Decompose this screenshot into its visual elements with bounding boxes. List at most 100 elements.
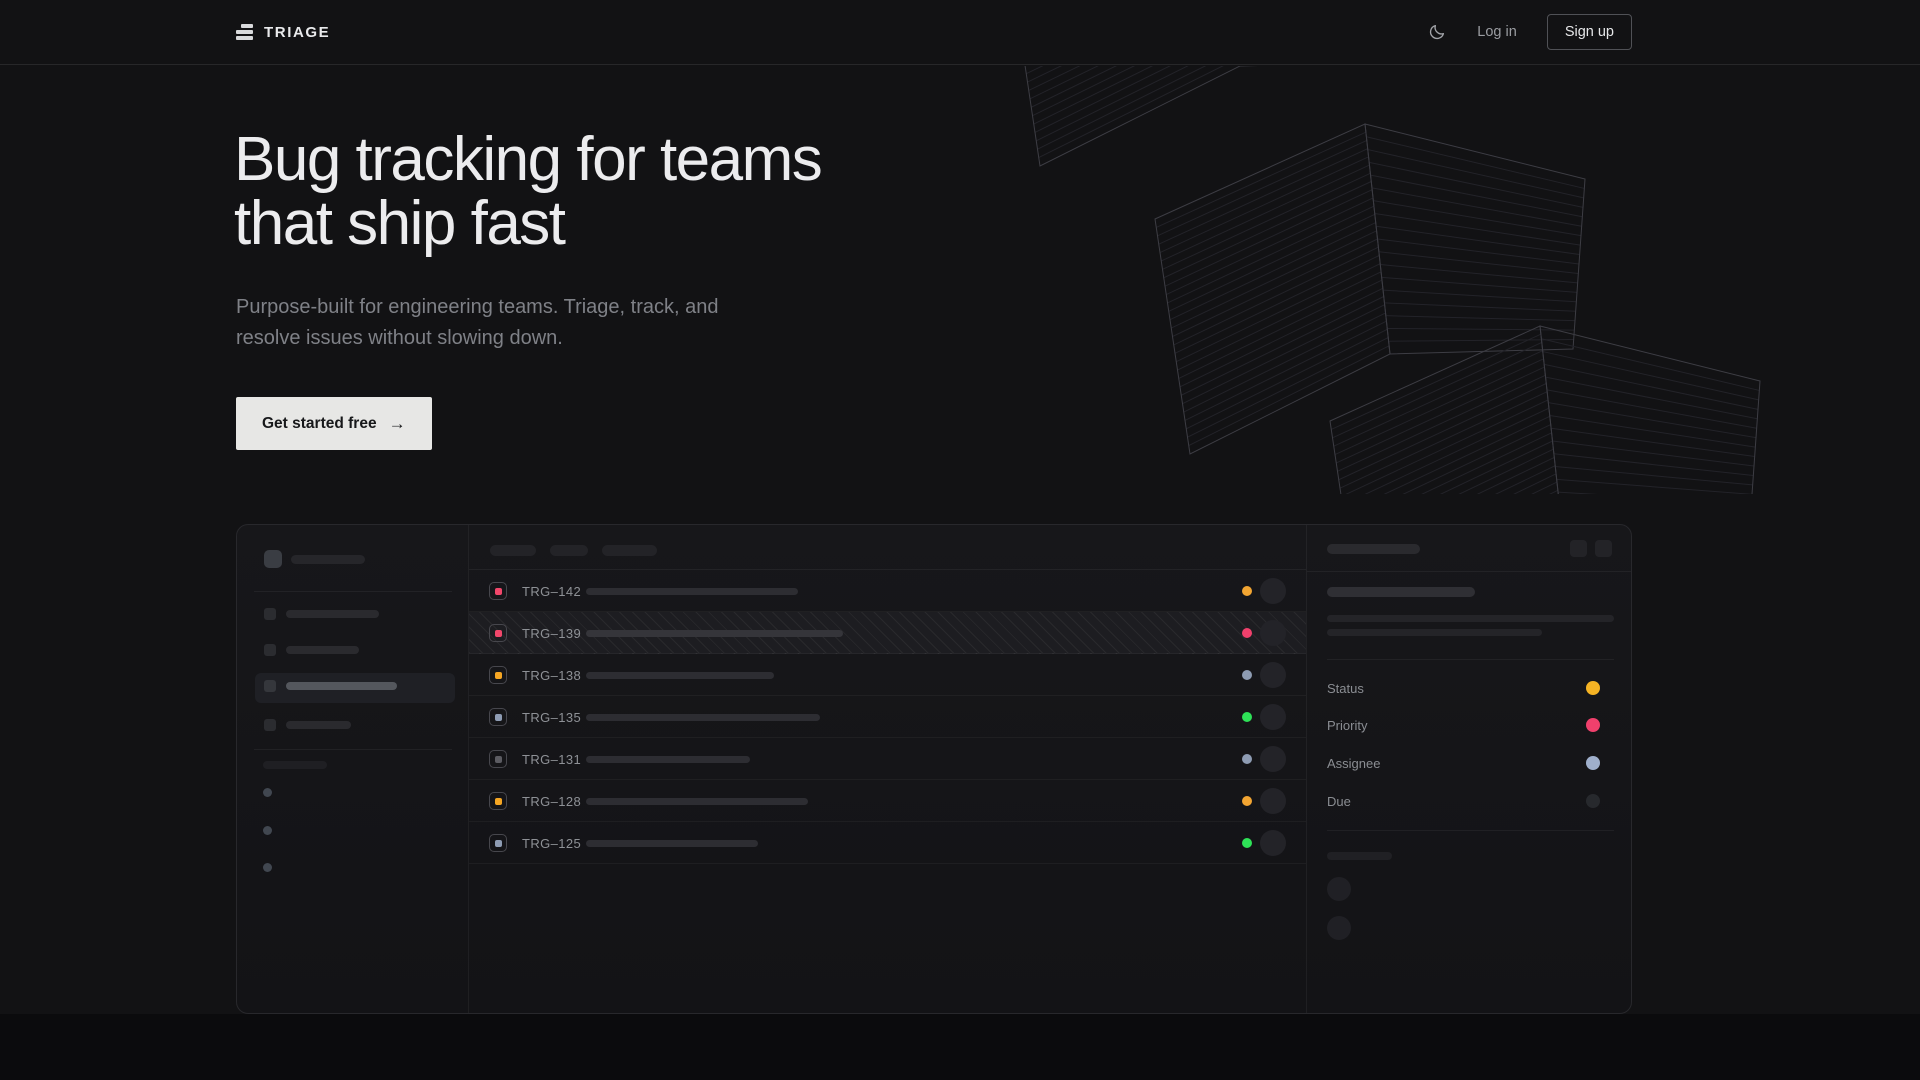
- issue-type-icon: [489, 582, 507, 600]
- theme-toggle-button[interactable]: [1427, 22, 1447, 42]
- hero-subtitle-line2: resolve issues without slowing down.: [236, 327, 563, 349]
- issue-type-dot: [494, 713, 502, 721]
- panel-action-button-skeleton: [1570, 540, 1587, 557]
- issue-row: TRG–142: [469, 570, 1306, 612]
- issue-type-dot: [494, 629, 502, 637]
- description-skeleton: [1327, 615, 1614, 622]
- hero-subtitle: Purpose-built for engineering teams. Tri…: [236, 292, 718, 354]
- nav-icon-skeleton: [264, 719, 276, 731]
- preview-sidebar: [237, 525, 469, 1013]
- description-skeleton: [1327, 629, 1542, 636]
- issue-type-dot: [494, 671, 502, 679]
- section-label-skeleton: [263, 761, 327, 769]
- activity-avatar-skeleton: [1327, 916, 1351, 940]
- issue-id: TRG–135: [522, 710, 582, 725]
- header: TRIAGE Log in Sign up: [0, 0, 1920, 65]
- assignee-avatar-skeleton: [1260, 578, 1286, 604]
- issue-row: TRG–125: [469, 822, 1306, 864]
- detail-field: Due: [1327, 793, 1614, 809]
- detail-field: Assignee: [1327, 755, 1614, 771]
- hero-title-line2: that ship fast: [234, 189, 566, 258]
- panel-header: [1307, 525, 1631, 572]
- workspace-name-skeleton: [291, 555, 365, 564]
- issue-status-dot: [1242, 796, 1252, 806]
- issue-type-icon: [489, 750, 507, 768]
- assignee-avatar-skeleton: [1260, 620, 1286, 646]
- issue-list: TRG–142 TRG–139 TRG–138 TRG–135 TRG–131: [469, 525, 1306, 1013]
- divider: [254, 591, 452, 592]
- nav-label-skeleton: [286, 646, 359, 654]
- issue-row: TRG–138: [469, 654, 1306, 696]
- issue-title-skeleton: [586, 630, 843, 637]
- issue-row: TRG–131: [469, 738, 1306, 780]
- issue-id: TRG–138: [522, 668, 582, 683]
- field-value-dot: [1586, 794, 1600, 808]
- issue-title-skeleton: [586, 714, 820, 721]
- project-dot: [263, 863, 272, 872]
- get-started-button[interactable]: Get started free →: [236, 397, 432, 450]
- issue-type-dot: [494, 839, 502, 847]
- nav-icon-skeleton: [264, 608, 276, 620]
- nav-icon-skeleton: [264, 644, 276, 656]
- issue-status-dot: [1242, 586, 1252, 596]
- assignee-avatar-skeleton: [1260, 704, 1286, 730]
- issue-type-dot: [494, 755, 502, 763]
- assignee-avatar-skeleton: [1260, 746, 1286, 772]
- arrow-right-icon: →: [388, 413, 406, 433]
- issue-title-skeleton: [586, 756, 750, 763]
- issue-type-icon: [489, 792, 507, 810]
- issue-status-dot: [1242, 754, 1252, 764]
- issue-status-dot: [1242, 838, 1252, 848]
- nav-label-skeleton: [286, 610, 379, 618]
- signup-button[interactable]: Sign up: [1546, 14, 1632, 50]
- issue-id: TRG–128: [522, 794, 582, 809]
- filter-pill-skeleton: [602, 545, 657, 556]
- assignee-avatar-skeleton: [1260, 662, 1286, 688]
- issue-id: TRG–125: [522, 836, 582, 851]
- issue-row: TRG–135: [469, 696, 1306, 738]
- issue-detail-panel: Status Priority Assignee Due: [1306, 525, 1631, 1013]
- issue-type-icon: [489, 708, 507, 726]
- hero-title-line1: Bug tracking for teams: [234, 125, 823, 194]
- header-nav: Log in Sign up: [1427, 0, 1632, 64]
- issue-id: TRG–131: [522, 752, 582, 767]
- project-dot: [263, 788, 272, 797]
- divider: [1327, 659, 1614, 660]
- get-started-label: Get started free: [262, 414, 377, 432]
- field-value-dot: [1586, 756, 1600, 770]
- issue-row: TRG–139: [469, 612, 1306, 654]
- issue-id: TRG–139: [522, 626, 582, 641]
- activity-label-skeleton: [1327, 852, 1392, 860]
- issue-type-dot: [494, 797, 502, 805]
- issue-status-dot: [1242, 712, 1252, 722]
- field-label: Status: [1327, 681, 1364, 696]
- workspace-avatar-skeleton: [264, 550, 282, 568]
- field-label: Due: [1327, 794, 1351, 809]
- nav-label-skeleton: [286, 682, 397, 690]
- panel-action-button-skeleton: [1595, 540, 1612, 557]
- issue-title-skeleton: [586, 672, 774, 679]
- nav-icon-skeleton: [264, 680, 276, 692]
- footer-band: [0, 1014, 1920, 1080]
- detail-field: Priority: [1327, 717, 1614, 733]
- assignee-avatar-skeleton: [1260, 830, 1286, 856]
- nav-label-skeleton: [286, 721, 351, 729]
- moon-icon: [1430, 24, 1445, 40]
- panel-title-skeleton: [1327, 544, 1420, 554]
- issue-id: TRG–142: [522, 584, 582, 599]
- issue-title-skeleton: [1327, 587, 1475, 597]
- issue-title-skeleton: [586, 588, 798, 595]
- issue-row: TRG–128: [469, 780, 1306, 822]
- filter-pill-skeleton: [490, 545, 536, 556]
- issue-list-body: TRG–142 TRG–139 TRG–138 TRG–135 TRG–131: [469, 570, 1306, 864]
- field-label: Priority: [1327, 718, 1368, 733]
- login-link[interactable]: Log in: [1477, 24, 1517, 40]
- issue-status-dot: [1242, 670, 1252, 680]
- filter-pill-skeleton: [550, 545, 588, 556]
- field-label: Assignee: [1327, 756, 1381, 771]
- activity-avatar-skeleton: [1327, 877, 1351, 901]
- triage-logo-icon: [236, 24, 253, 40]
- logo-text: TRIAGE: [264, 23, 331, 41]
- list-toolbar: [469, 525, 1306, 570]
